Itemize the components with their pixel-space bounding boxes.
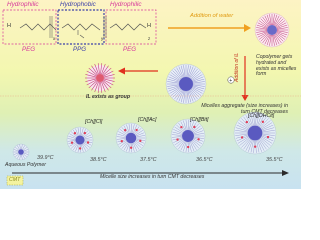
ppg-chain: [61, 23, 101, 31]
salt-micelle-4: [233, 111, 277, 155]
ppg-methyl: [77, 30, 85, 39]
salt-label-4: [Ch][DHCit]: [248, 113, 275, 119]
hydrophilic-box-left: [2, 9, 57, 45]
salt-temp-1: 38.5°C: [90, 157, 107, 163]
ppg-label: PPG: [73, 46, 87, 53]
salt-micelle-2: [115, 122, 147, 154]
sub-z: z: [148, 36, 151, 41]
water-arrow-head: [244, 24, 251, 32]
h-left: H: [7, 23, 11, 29]
micelle-aggregate: [165, 63, 207, 105]
h-right: H: [147, 23, 151, 29]
il-vertical-label: Addition of IL: [234, 52, 240, 82]
salt-label-3: [Ch][Bit]: [190, 117, 209, 123]
group-arrow-head: [118, 67, 125, 75]
hydrophilic-right-label: Hydrophilic: [110, 1, 142, 8]
svg-text:+: +: [229, 78, 232, 84]
salt-temp-4: 35.5°C: [266, 157, 283, 163]
hydrophilic-left-label: Hydrophilic: [7, 1, 39, 8]
peg-left-label: PEG: [22, 46, 36, 53]
salt-temp-3: 36.5°C: [196, 157, 213, 163]
cmt-label: CMT: [9, 177, 21, 183]
diagram-canvas: + Hydrophilic Hydrophobic Hydrophilic H …: [0, 0, 301, 189]
salt-micelle-1: [66, 126, 94, 154]
hydrophobic-label: Hydrophobic: [60, 1, 96, 8]
peg-right-label: PEG: [123, 46, 137, 53]
size-note: Micelle size increases in turn CMT decre…: [100, 174, 205, 180]
aqueous-label: Aqueous Polymer: [5, 162, 46, 168]
hydrophobic-box: [57, 9, 105, 45]
aqueous-temp: 39.9°C: [37, 155, 54, 161]
peg-chain-right: [109, 23, 147, 31]
diagram-graphics: +: [0, 9, 301, 186]
aggregate-note: Micelles aggregate (size increases) in t…: [201, 103, 288, 115]
copolymer-note: Copolymer gets hydrated and exists as mi…: [256, 54, 297, 78]
il-group-note: IL exists as group: [86, 94, 131, 100]
cation-symbol: [227, 76, 235, 84]
salt-label-1: [Ch][Cl]: [85, 119, 103, 125]
salt-label-2: [Ch][Ac]: [138, 117, 157, 123]
sub-y: y: [101, 36, 104, 41]
peg-chain-left: [19, 23, 57, 31]
micelle-top-right: [254, 12, 290, 48]
size-arrow-head: [282, 170, 289, 176]
water-label: Addition of water: [190, 13, 234, 19]
aqueous-polymer-micelle: [12, 143, 30, 161]
cmt-box: [6, 175, 24, 186]
salt-temp-2: 37.5°C: [140, 157, 157, 163]
salt-micelle-3: [170, 118, 206, 154]
il-arrow-head: [241, 95, 249, 101]
sub-x: x: [53, 36, 56, 41]
il-group-cluster: [85, 63, 115, 93]
